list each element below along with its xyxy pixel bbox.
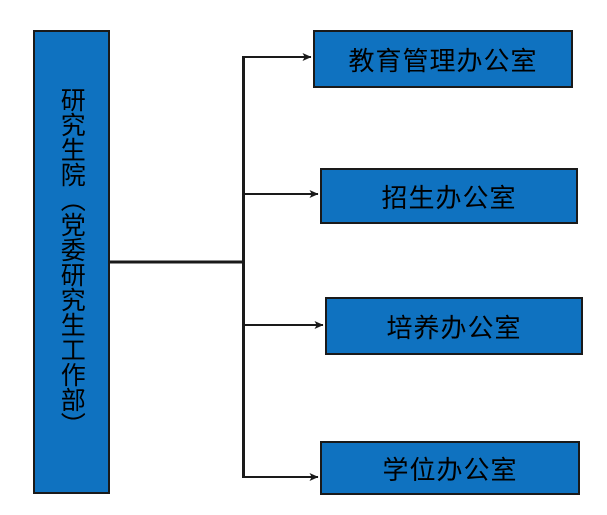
node-child-4[interactable]: 学位办公室 [320,441,580,495]
node-child-3[interactable]: 培养办公室 [325,297,583,355]
node-child-2-label: 招生办公室 [381,183,517,214]
node-root[interactable]: 研究生院（党委研究生工作部） [33,30,110,494]
node-child-2[interactable]: 招生办公室 [320,168,578,224]
node-child-1-label: 教育管理办公室 [348,46,538,77]
node-child-4-label: 学位办公室 [382,455,518,486]
node-child-1[interactable]: 教育管理办公室 [313,30,573,88]
node-child-3-label: 培养办公室 [386,313,522,344]
node-root-label: 研究生院（党委研究生工作部） [57,87,87,437]
